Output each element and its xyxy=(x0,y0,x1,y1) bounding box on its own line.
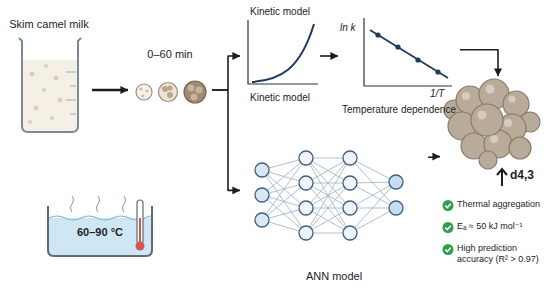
beaker xyxy=(19,38,81,132)
kinetic-curve xyxy=(252,24,314,82)
kinetic-plot-box: Kinetic modelKinetic model xyxy=(240,6,320,106)
increase-arrow xyxy=(497,169,507,186)
axes xyxy=(364,18,452,86)
kinetic-plot xyxy=(248,20,318,84)
flow-arrow xyxy=(460,50,498,76)
axes xyxy=(248,20,318,84)
water xyxy=(49,218,151,255)
sample-beaker: Skim camel milk xyxy=(6,18,92,136)
thermometer-fill xyxy=(139,218,141,244)
result-label: Thermal aggregation xyxy=(457,199,540,210)
steam xyxy=(71,196,126,212)
milk-particles xyxy=(28,64,63,124)
check-icons xyxy=(443,200,454,255)
neural-network xyxy=(255,151,403,240)
water-surface xyxy=(49,216,151,220)
thermometer xyxy=(137,200,143,244)
thermometer-bulb xyxy=(136,242,145,251)
node-text: d4,3 xyxy=(510,168,534,182)
node-text: Kinetic model xyxy=(250,6,310,18)
particle-mid xyxy=(159,83,178,102)
beaker-glass xyxy=(19,38,81,132)
water-bath-box: 60–90 °C xyxy=(40,196,160,260)
node-text: Kinetic model xyxy=(250,92,310,104)
input-layer xyxy=(255,163,269,227)
node-text: Skim camel milk xyxy=(9,18,88,31)
flow-arrow xyxy=(92,89,128,92)
heating-time-series: 0–60 min xyxy=(128,46,212,112)
graduation xyxy=(66,72,76,114)
result-label: Eₐ ≈ 50 kJ mol⁻¹ xyxy=(457,221,523,232)
flow-arrow xyxy=(212,90,240,190)
water-bath xyxy=(48,196,152,256)
arrhenius-line xyxy=(370,30,448,78)
hidden-layers xyxy=(299,151,357,240)
node-text: 0–60 min xyxy=(147,48,192,61)
aggregate xyxy=(444,79,540,169)
arrhenius-plot-box: ln k 1/T Temperature dependence xyxy=(338,6,460,118)
node-text: ln k xyxy=(340,22,356,34)
node-text: 1/T xyxy=(430,88,444,100)
ann-model-box: ANN model xyxy=(240,124,428,290)
network-links xyxy=(262,158,396,233)
particle-late xyxy=(184,81,206,103)
flow-arrow xyxy=(428,156,440,158)
flow-arrow xyxy=(212,56,240,90)
aggregate-highlights xyxy=(462,85,516,144)
milk xyxy=(23,60,77,131)
arrhenius-plot xyxy=(364,18,452,86)
result-label: High prediction accuracy (R² > 0.97) xyxy=(457,243,547,265)
flow-arrow xyxy=(320,55,338,57)
particle-early xyxy=(136,84,152,100)
aggregate-box: d4,3 xyxy=(440,76,546,188)
data-points xyxy=(375,32,440,74)
particle-series xyxy=(136,81,206,103)
node-text: Temperature dependence xyxy=(342,104,456,116)
node-text: 60–90 °C xyxy=(77,226,123,239)
output-layer xyxy=(389,175,403,215)
node-text: ANN model xyxy=(306,270,362,283)
